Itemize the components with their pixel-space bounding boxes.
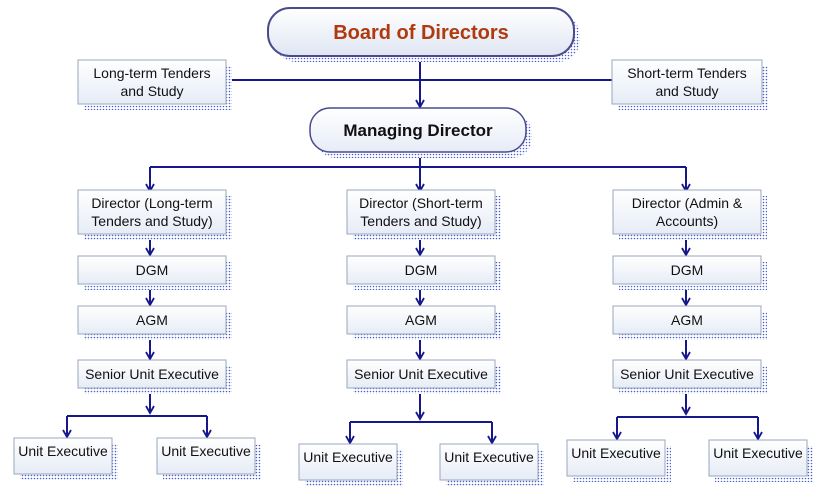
dgm-box [346,255,496,285]
unit-executive-label: Unit Executive [161,443,251,459]
managing-director-label: Managing Director [343,121,493,140]
unit-executive-node: Unit Executive [13,437,118,480]
unit-executive-node: Unit Executive [566,439,671,482]
advisory-node-long-term: Long-term Tenders and Study [77,59,232,110]
unit-executive-label: Unit Executive [571,445,661,461]
director-node: Director (Long-term Tenders and Study) [77,189,232,240]
unit-executive-box [298,443,398,481]
unit-executive-node: Unit Executive [439,443,544,486]
advisory-box [611,59,763,105]
senior-unit-executive-label: Senior Unit Executive [354,366,488,382]
board-box [267,7,575,57]
director-label-line2: Tenders and Study) [360,213,481,229]
dgm-label: DGM [671,262,704,278]
connector-lines [62,58,763,445]
senior-unit-executive-node: Senior Unit Executive [77,359,232,394]
unit-executive-label: Unit Executive [18,443,108,459]
dgm-box [77,255,227,285]
unit-executive-box [708,439,808,477]
unit-executive-box [566,439,666,477]
director-box [346,189,496,235]
director-box [612,189,762,235]
dgm-label: DGM [136,262,169,278]
advisory-label-line2: and Study [655,83,718,99]
unit-executive-label: Unit Executive [303,449,393,465]
senior-unit-executive-box [77,359,227,389]
division-1: Director (Long-term Tenders and Study) D… [13,189,261,480]
dgm-box [612,255,762,285]
agm-label: AGM [671,312,703,328]
senior-unit-executive-node: Senior Unit Executive [612,359,767,394]
division-2: Director (Short-term Tenders and Study) … [298,189,544,486]
managing-director-box [309,107,527,153]
unit-executive-node: Unit Executive [708,439,813,482]
senior-unit-executive-box [612,359,762,389]
senior-unit-executive-node: Senior Unit Executive [346,359,501,394]
dgm-label: DGM [405,262,438,278]
unit-executive-label: Unit Executive [444,449,534,465]
agm-box [346,305,496,335]
dgm-node: DGM [77,255,232,290]
senior-unit-executive-label: Senior Unit Executive [620,366,754,382]
advisory-label-line2: and Study [120,83,183,99]
director-label-line1: Director (Long-term [91,195,212,211]
managing-director-node: Managing Director [309,107,532,158]
senior-unit-executive-label: Senior Unit Executive [85,366,219,382]
senior-unit-executive-box [346,359,496,389]
unit-executive-node: Unit Executive [298,443,403,486]
advisory-node-short-term: Short-term Tenders and Study [611,59,768,110]
board-node: Board of Directors [267,7,580,62]
director-label-line2: Accounts) [656,213,718,229]
agm-box [612,305,762,335]
agm-label: AGM [405,312,437,328]
agm-node: AGM [612,305,767,340]
unit-executive-label: Unit Executive [713,445,803,461]
director-node: Director (Admin & Accounts) [612,189,767,240]
agm-node: AGM [346,305,501,340]
director-box [77,189,227,235]
dgm-node: DGM [346,255,501,290]
director-label-line2: Tenders and Study) [91,213,212,229]
director-node: Director (Short-term Tenders and Study) [346,189,501,240]
advisory-label-line1: Long-term Tenders [93,65,210,81]
unit-executive-box [156,437,256,475]
division-3: Director (Admin & Accounts) DGM AGM Seni… [566,189,813,482]
unit-executive-box [13,437,113,475]
unit-executive-box [439,443,539,481]
unit-executive-node: Unit Executive [156,437,261,480]
agm-label: AGM [136,312,168,328]
agm-box [77,305,227,335]
agm-node: AGM [77,305,232,340]
director-label-line1: Director (Admin & [632,195,743,211]
advisory-box [77,59,227,105]
director-label-line1: Director (Short-term [359,195,483,211]
board-label: Board of Directors [333,22,509,44]
advisory-label-line1: Short-term Tenders [627,65,747,81]
dgm-node: DGM [612,255,767,290]
